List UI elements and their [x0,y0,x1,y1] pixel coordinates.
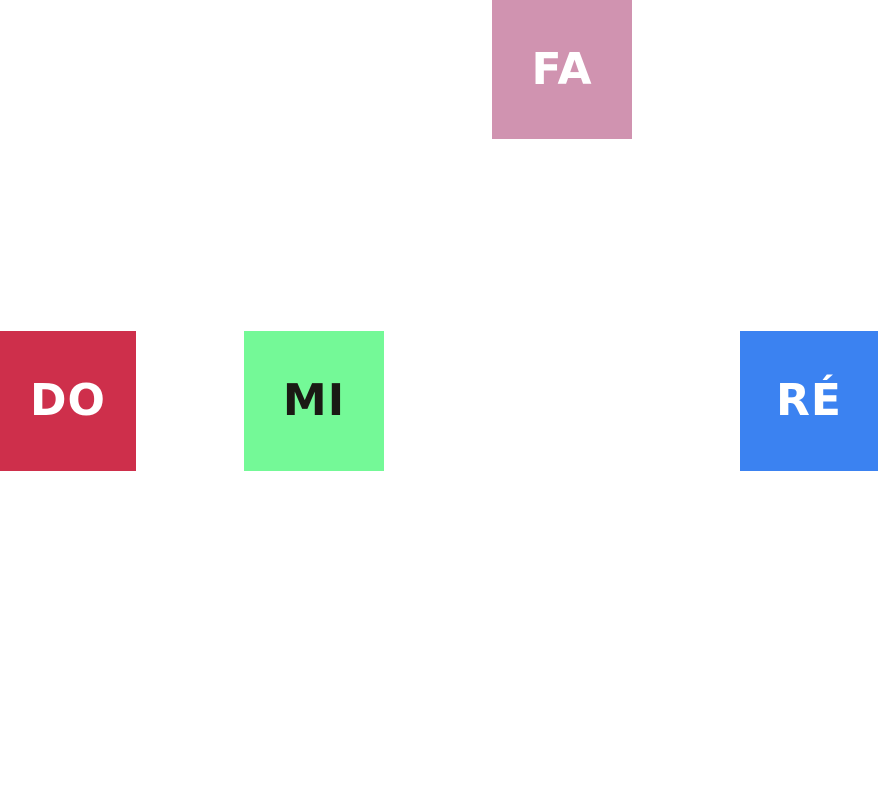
note-tile-mi[interactable]: MI [244,331,384,471]
note-label-re: RÉ [776,375,842,426]
note-tile-re[interactable]: RÉ [740,331,878,471]
note-label-mi: MI [282,375,346,426]
note-label-do: DO [30,375,106,426]
note-tile-do[interactable]: DO [0,331,136,471]
note-label-fa: FA [531,43,593,95]
note-tile-fa[interactable]: FA [492,0,632,139]
